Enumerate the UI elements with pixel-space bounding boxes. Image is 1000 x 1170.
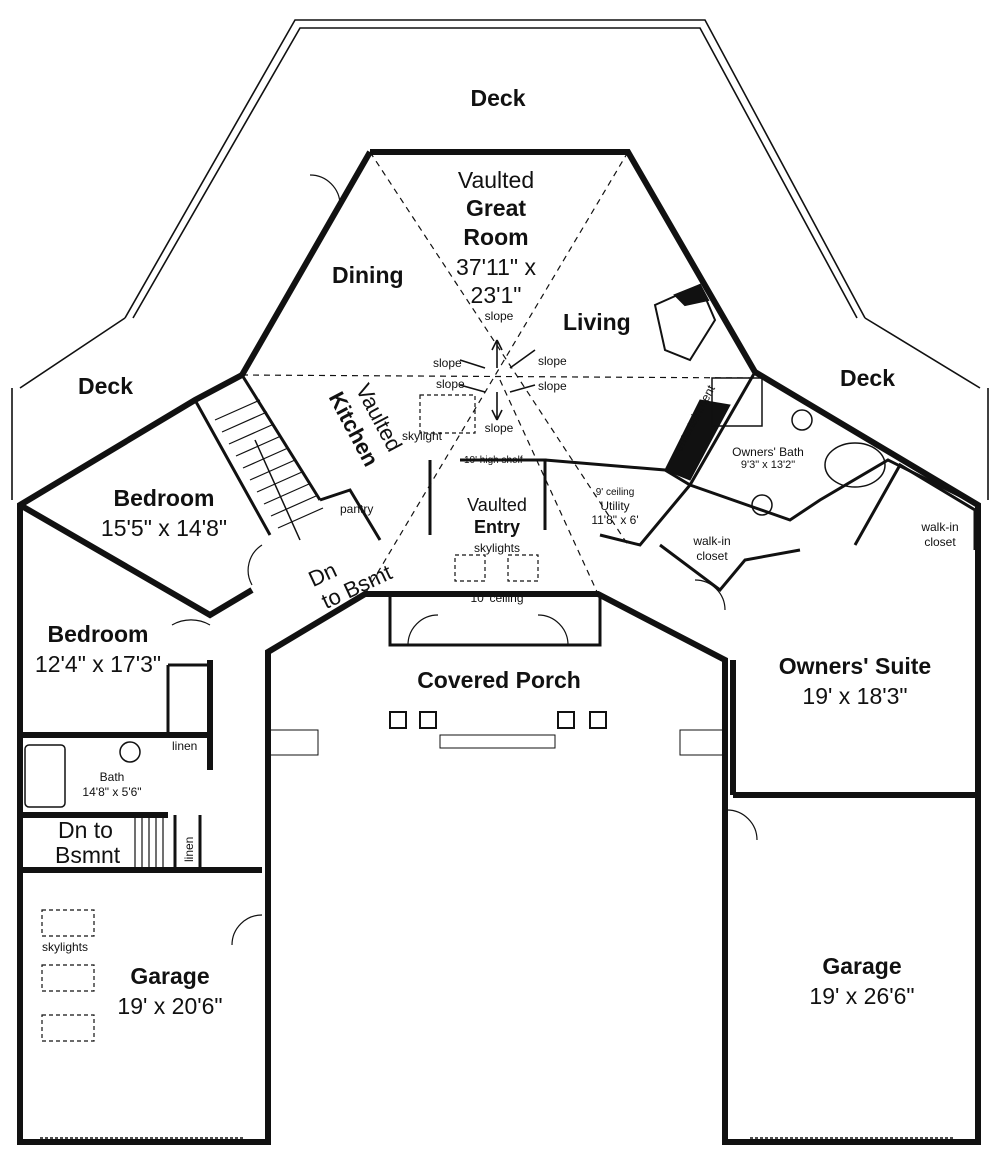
owners-bath-name: Owners' Bath	[732, 445, 804, 459]
great-room-vaulted: Vaulted	[457, 167, 535, 193]
bedroom2-name: Bedroom	[47, 621, 149, 647]
slope-arrows	[459, 339, 536, 421]
great-room-dim1: 37'11" x	[456, 254, 536, 280]
deck-top-label: Deck	[470, 85, 526, 111]
great-room-great: Great	[465, 195, 527, 221]
owners-suite-name: Owners' Suite	[778, 653, 932, 679]
porch-posts	[268, 711, 725, 756]
vault-lines	[241, 151, 756, 595]
linen-label-upper: linen	[172, 739, 198, 753]
exterior-walls	[17, 149, 981, 1145]
owners-suite-dim: 19' x 18'3"	[802, 683, 908, 709]
utility-dim: 11'8" x 6'	[591, 513, 639, 527]
bedroom1-name: Bedroom	[113, 485, 215, 511]
walkin-closet-right-1: walk-in	[921, 520, 959, 534]
deck-right-label: Deck	[840, 365, 895, 391]
kitchen-skylight-label: skylight	[402, 429, 443, 443]
garage-left-dim: 19' x 20'6"	[117, 993, 223, 1019]
garage-right-name: Garage	[822, 953, 902, 979]
slope-label-left2: slope	[436, 377, 465, 391]
garage-right-dim: 19' x 26'6"	[809, 983, 915, 1009]
entry-vaulted: Vaulted	[467, 495, 527, 515]
garage-left-name: Garage	[130, 963, 210, 989]
side-stairs-label2: Bsmnt	[55, 842, 121, 868]
bedroom1-dim: 15'5" x 14'8"	[100, 515, 228, 541]
walkin-closet-left-1: walk-in	[693, 534, 731, 548]
bedroom2-dim: 12'4" x 17'3"	[34, 651, 162, 677]
owners-bath-dim: 9'3" x 13'2"	[740, 459, 796, 471]
slope-label-up: slope	[484, 309, 514, 323]
entry-name: Entry	[473, 517, 521, 537]
slope-label-left1: slope	[433, 356, 462, 370]
walkin-closet-left-2: closet	[696, 549, 728, 563]
slope-label-down: slope	[484, 421, 514, 435]
entry-skylights: skylights	[473, 541, 521, 555]
entry-ceiling: 10' ceiling	[470, 591, 524, 605]
great-room-dim2: 23'1"	[470, 282, 522, 308]
high-shelf-label: 10' high shelf	[464, 455, 523, 466]
bath-dim: 14'8" x 5'6"	[82, 785, 142, 799]
deck-railing	[11, 19, 989, 500]
fireplace	[653, 283, 717, 362]
utility-name: Utility	[600, 499, 630, 513]
slope-label-right1: slope	[538, 354, 567, 368]
deck-left-label: Deck	[78, 373, 133, 399]
door-swings	[171, 174, 758, 946]
slope-label-right2: slope	[538, 379, 567, 393]
main-stairs	[214, 399, 324, 541]
walkin-closet-right-2: closet	[924, 535, 956, 549]
dining-label: Dining	[332, 262, 404, 288]
interior-walls	[18, 371, 979, 1142]
entertainment-unit	[664, 399, 731, 481]
pantry-label: pantry	[340, 502, 374, 516]
great-room-room: Room	[463, 224, 529, 250]
utility-ceiling: 9' ceiling	[595, 487, 635, 498]
bath-fixtures	[24, 377, 886, 808]
covered-porch-label: Covered Porch	[417, 667, 581, 693]
living-label: Living	[563, 309, 631, 335]
skylight-boxes	[41, 394, 539, 1042]
side-stairs-label1: Dn to	[58, 817, 113, 843]
bath-name: Bath	[99, 770, 125, 784]
side-stairs	[134, 818, 164, 868]
linen-label-lower: linen	[182, 836, 196, 862]
garage-left-skylights: skylights	[42, 940, 89, 954]
